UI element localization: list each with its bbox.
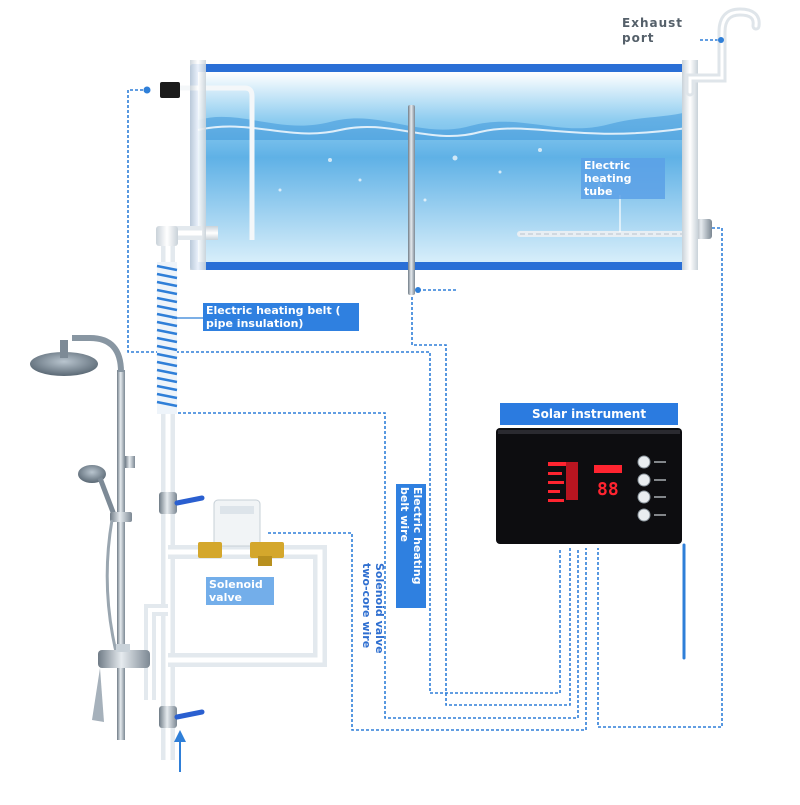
supply-pipe bbox=[156, 226, 202, 760]
solar-instrument-label: Solar instrument bbox=[500, 403, 678, 425]
solenoid-valve-body bbox=[198, 499, 284, 566]
solenoid-valve-two-core-wire-label: Solenoid valve two-core wire bbox=[360, 563, 386, 654]
wiring bbox=[127, 39, 723, 731]
solenoid-valve-label: Solenoid valve bbox=[206, 577, 274, 605]
electric-heating-belt-wire-label: Electric heating belt wire bbox=[396, 484, 426, 608]
shower-set bbox=[30, 335, 150, 740]
wire-heating-belt bbox=[168, 412, 579, 719]
inlet-arrow bbox=[174, 730, 186, 772]
solar-instrument-device bbox=[496, 428, 682, 544]
sensor-dot-center bbox=[415, 287, 421, 293]
sensor-dot-left bbox=[143, 86, 151, 94]
ball-valves bbox=[159, 492, 205, 728]
wire-tube-sensor bbox=[411, 292, 571, 706]
wire-right-sensor bbox=[597, 227, 723, 728]
heating-belt bbox=[156, 262, 178, 414]
instrument-display-digits: 88 bbox=[597, 479, 619, 500]
electric-heating-belt-label: Electric heating belt ( pipe insulation) bbox=[203, 303, 359, 331]
bypass-pipes bbox=[144, 545, 327, 700]
electric-heating-tube-label: Electric heating tube bbox=[581, 158, 665, 199]
water-tank bbox=[160, 60, 712, 295]
wire-solenoid bbox=[268, 532, 587, 731]
wire-left-sensor bbox=[127, 89, 561, 694]
exhaust-pipe bbox=[685, 7, 761, 97]
exhaust-port-label: Exhaust port bbox=[622, 16, 683, 45]
